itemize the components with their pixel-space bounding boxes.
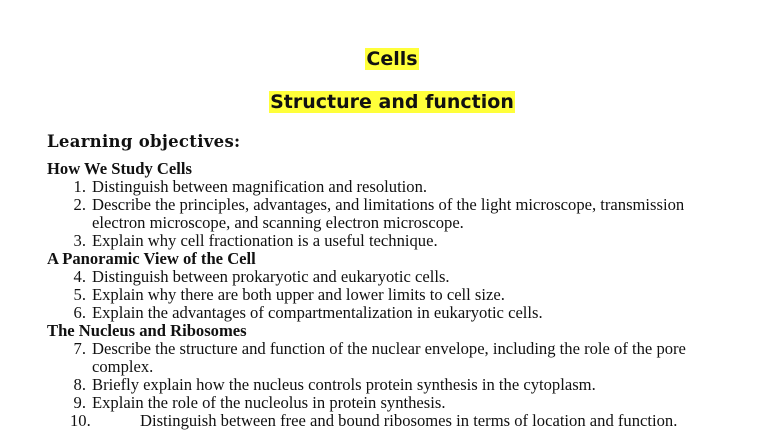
item-number: 7.	[73, 339, 86, 358]
item-text: Explain why cell fractionation is a usef…	[92, 231, 438, 250]
item-number: 9.	[73, 393, 86, 412]
list-item: 3. Explain why cell fractionation is a us…	[0, 232, 737, 250]
list-item: 4. Distinguish between prokaryotic and eu…	[0, 268, 737, 286]
item-text: Explain the role of the nucleolus in pro…	[92, 393, 446, 412]
section-heading: How We Study Cells	[47, 159, 192, 178]
item-number: 2.	[73, 195, 86, 214]
item-number: 1.	[73, 177, 86, 196]
document-title: Cells	[0, 47, 784, 71]
item-number: 8.	[73, 375, 86, 394]
item-number: 10.	[70, 411, 91, 430]
list-item: 6. Explain the advantages of compartmenta…	[0, 304, 737, 322]
item-text: Distinguish between prokaryotic and euka…	[92, 267, 450, 286]
item-number: 3.	[73, 231, 86, 250]
title-text: Cells	[365, 48, 419, 70]
item-text: Distinguish between magnification and re…	[92, 177, 428, 196]
item-text: Describe the structure and function of t…	[92, 339, 686, 376]
list-item: 2. Describe the principles, advantages, a…	[0, 196, 737, 232]
item-text: Describe the principles, advantages, and…	[92, 195, 685, 232]
item-text: Explain the advantages of compartmentali…	[92, 303, 543, 322]
item-number: 5.	[73, 285, 86, 304]
list-item: 8. Briefly explain how the nucleus contro…	[0, 376, 737, 394]
item-text: Explain why there are both upper and low…	[92, 285, 505, 304]
subtitle-text: Structure and function	[269, 91, 515, 113]
item-number: 6.	[73, 303, 86, 322]
item-number: 4.	[73, 267, 86, 286]
document-subtitle: Structure and function	[0, 90, 784, 114]
list-item: 5. Explain why there are both upper and l…	[0, 286, 737, 304]
list-item: 7. Describe the structure and function of…	[0, 340, 737, 376]
list-item: 10. Distinguish between free and bound ri…	[0, 412, 737, 430]
item-text: Distinguish between free and bound ribos…	[140, 411, 678, 430]
section-heading: A Panoramic View of the Cell	[47, 249, 256, 268]
objectives-list: How We Study Cells 1. Distinguish between…	[0, 160, 784, 430]
section-heading: The Nucleus and Ribosomes	[47, 321, 247, 340]
list-item: 9. Explain the role of the nucleolus in p…	[0, 394, 737, 412]
item-text: Briefly explain how the nucleus controls…	[92, 375, 596, 394]
learning-objectives-heading: Learning objectives:	[47, 132, 241, 151]
list-item: 1. Distinguish between magnification and …	[0, 178, 737, 196]
